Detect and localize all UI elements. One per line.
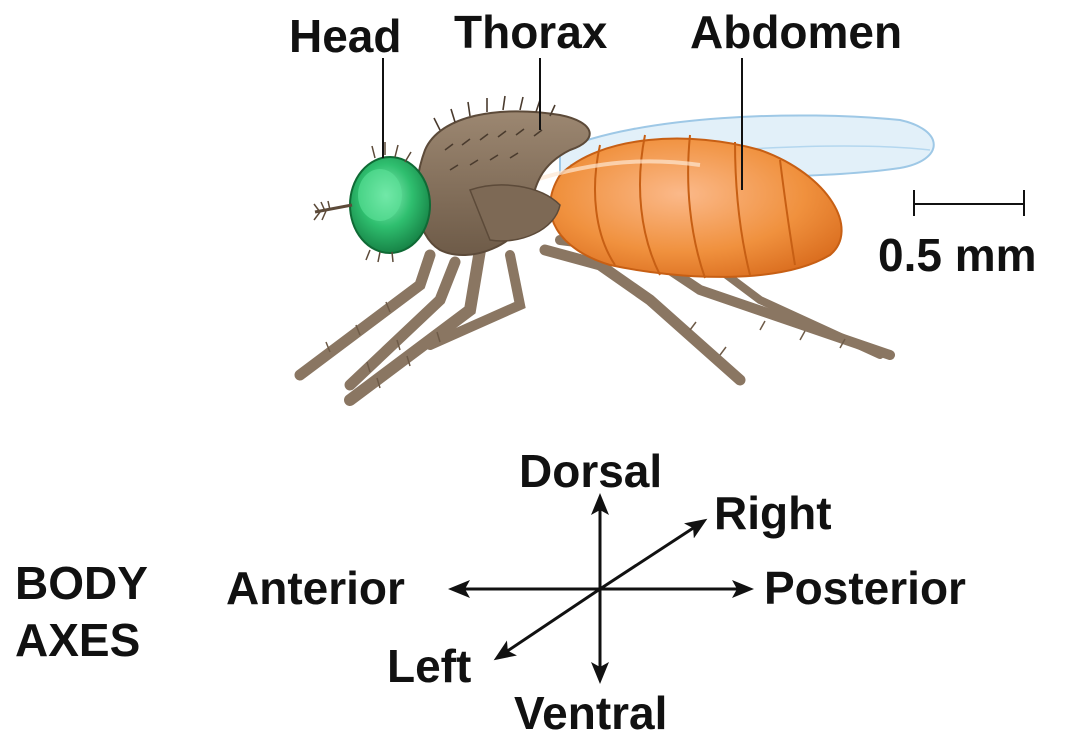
scale-bar <box>914 190 1024 216</box>
label-anterior: Anterior <box>226 565 405 611</box>
label-abdomen: Abdomen <box>690 9 902 55</box>
label-dorsal: Dorsal <box>519 448 662 494</box>
fly-head <box>314 142 430 262</box>
label-ventral: Ventral <box>514 690 667 736</box>
label-right: Right <box>714 490 832 536</box>
arrow-left <box>497 589 600 658</box>
body-axes-arrows <box>452 497 750 680</box>
label-left: Left <box>387 643 471 689</box>
arrow-right <box>600 521 704 589</box>
label-scale-bar: 0.5 mm <box>878 232 1037 278</box>
label-head: Head <box>289 13 401 59</box>
label-posterior: Posterior <box>764 565 966 611</box>
label-thorax: Thorax <box>454 9 607 55</box>
axes-title-line2: AXES <box>15 617 140 663</box>
axes-title-line1: BODY <box>15 560 148 606</box>
